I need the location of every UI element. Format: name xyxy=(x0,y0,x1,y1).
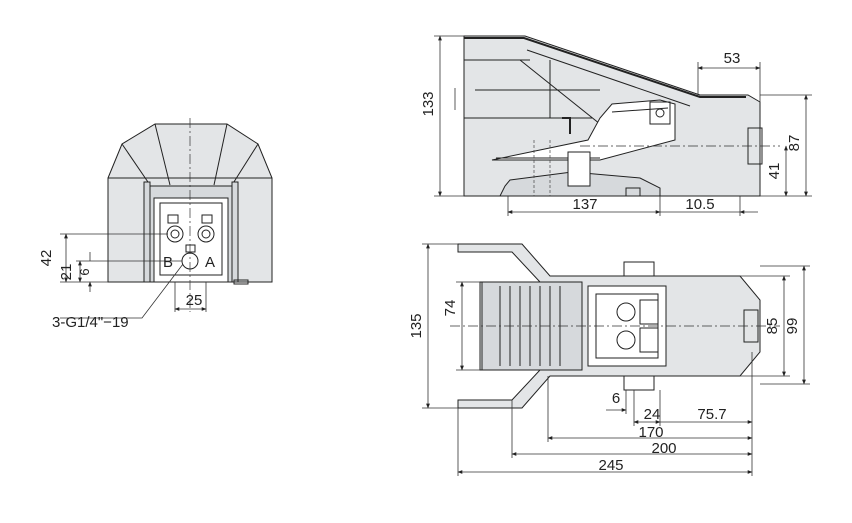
front-dim-42-label: 42 xyxy=(38,250,55,267)
top-dim-85-label: 85 xyxy=(764,318,781,335)
top-dim-200-label: 200 xyxy=(651,440,676,457)
front-dim-25-label: 25 xyxy=(186,292,203,309)
side-dim-87-label: 87 xyxy=(786,135,803,152)
front-port-upper-right xyxy=(197,225,215,243)
top-dim-75-7-label: 75.7 xyxy=(697,406,726,423)
port-label-b: B xyxy=(163,254,173,271)
side-dim-10-5-label: 10.5 xyxy=(685,196,714,213)
top-hinge-top xyxy=(623,261,655,277)
side-hinge-block xyxy=(649,101,671,125)
front-slot-left xyxy=(167,214,179,224)
side-foot xyxy=(625,187,641,197)
top-valve-port-1 xyxy=(616,302,636,322)
top-valve-port-2 xyxy=(616,330,636,350)
front-view: 42 21 6 B A 25 3-G1/4"−19 xyxy=(38,118,273,331)
side-hood-facets xyxy=(464,49,691,141)
top-view: 135 74 85 99 6 24 75.7 170 200 245 xyxy=(408,243,810,476)
front-bracket-right xyxy=(231,181,239,283)
port-callout-leader xyxy=(60,263,184,319)
front-dim-6-label: 6 xyxy=(77,268,92,275)
port-label-a: A xyxy=(205,254,215,271)
top-dim-6-label: 6 xyxy=(612,390,620,407)
top-dim-99-label: 99 xyxy=(784,318,801,335)
front-port-upper-right-inner xyxy=(201,229,211,239)
side-view: 133 53 87 41 137 10.5 xyxy=(420,35,812,216)
front-valve-plate xyxy=(159,202,223,276)
top-valve-block-2 xyxy=(639,327,659,353)
top-dim-24-label: 24 xyxy=(644,406,661,423)
front-port-upper-left xyxy=(166,225,184,243)
side-hood-shell xyxy=(464,37,746,98)
side-pedal xyxy=(491,99,676,161)
front-small-square xyxy=(185,244,196,253)
front-bracket-left xyxy=(143,181,151,283)
front-foot-right xyxy=(233,279,249,285)
side-dim-41-label: 41 xyxy=(766,163,783,180)
side-hinge-pin xyxy=(655,108,665,118)
top-dim-74-label: 74 xyxy=(442,300,459,317)
side-dim-133-label: 133 xyxy=(420,91,437,116)
front-hood-folds xyxy=(121,123,259,186)
top-dim-135-label: 135 xyxy=(408,313,425,338)
side-lever xyxy=(562,117,571,134)
front-dim-21-label: 21 xyxy=(58,264,75,281)
top-hinge-bottom xyxy=(623,375,655,391)
top-dim-170-label: 170 xyxy=(638,424,663,441)
side-dim-137-label: 137 xyxy=(572,196,597,213)
front-slot-right xyxy=(201,214,213,224)
top-dim-245-label: 245 xyxy=(598,457,623,474)
front-port-upper-left-inner xyxy=(170,229,180,239)
top-valve-block-1 xyxy=(639,299,659,325)
side-valve xyxy=(567,151,591,187)
side-dim-53-label: 53 xyxy=(724,50,741,67)
port-callout-label: 3-G1/4"−19 xyxy=(52,314,129,331)
